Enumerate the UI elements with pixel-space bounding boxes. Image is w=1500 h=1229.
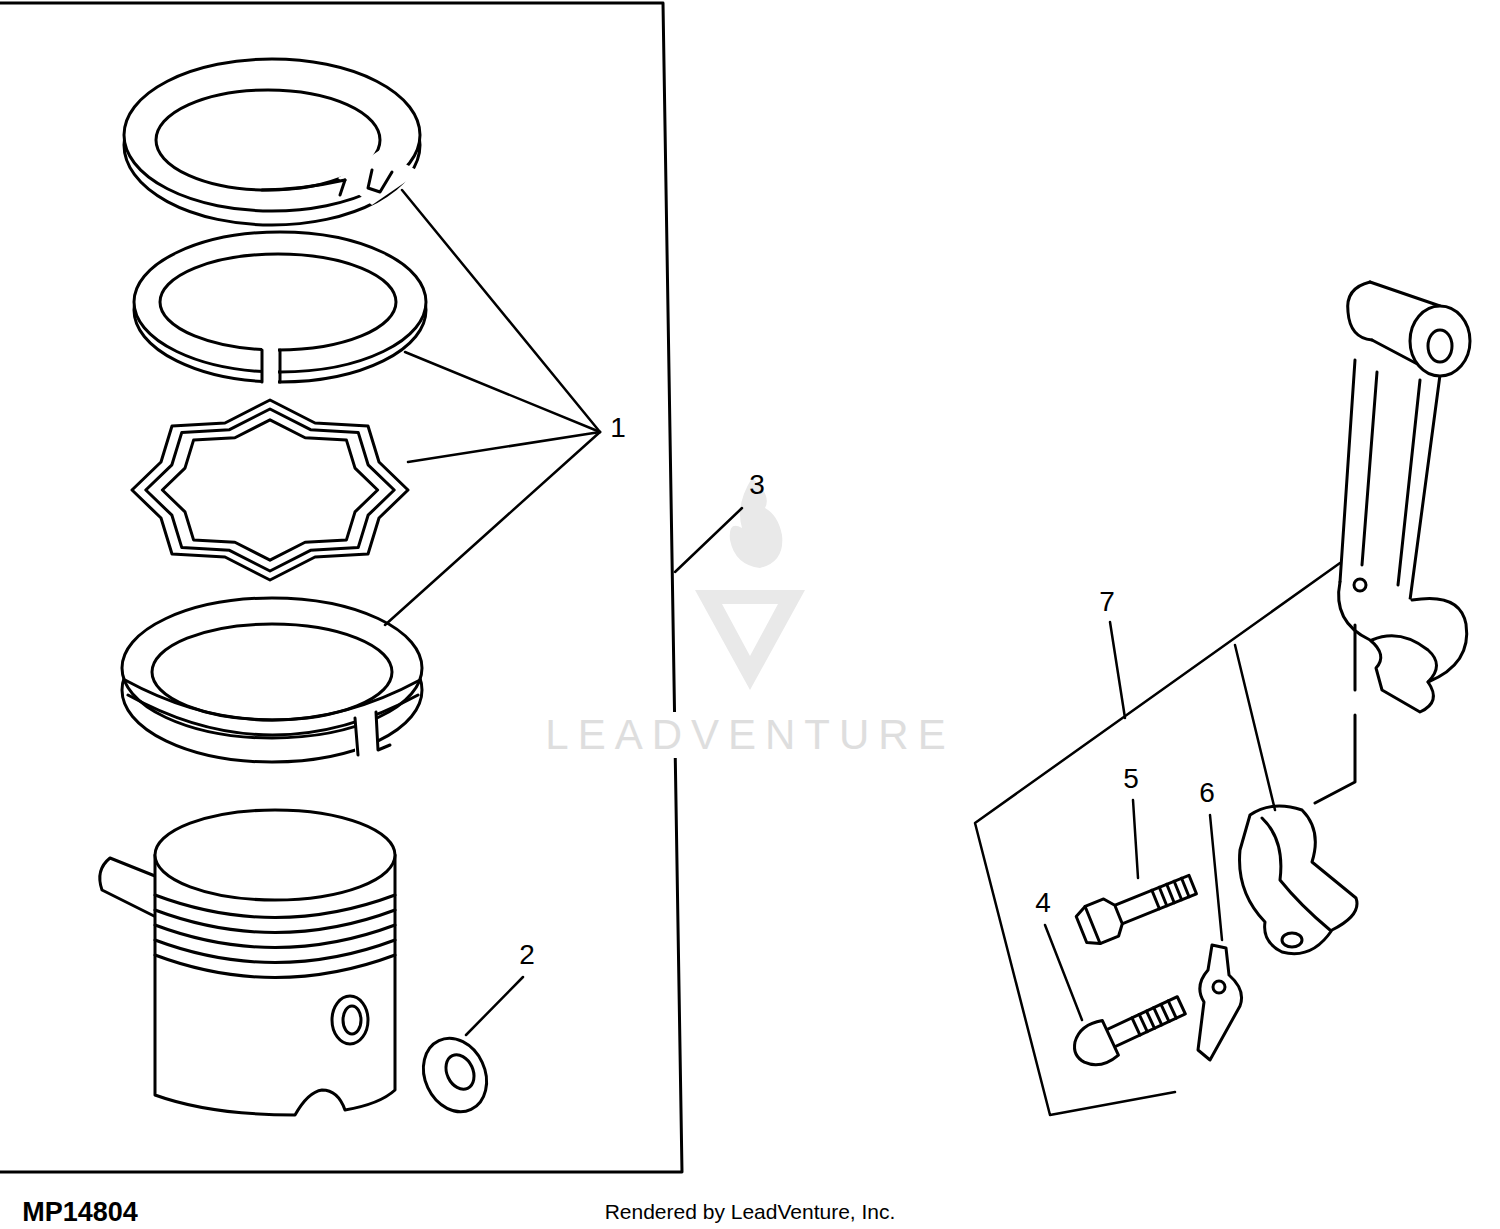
expander-ring xyxy=(162,420,377,560)
leader-line xyxy=(385,190,742,1035)
cap-bolt xyxy=(1152,878,1189,909)
connecting-rod xyxy=(1339,582,1467,712)
leader-line xyxy=(1045,925,1082,1020)
piston xyxy=(332,996,368,1044)
connecting-rod xyxy=(1354,579,1366,591)
connecting-rod xyxy=(1372,636,1437,682)
leader-line xyxy=(675,508,742,572)
leader-line xyxy=(1133,800,1138,878)
rod-cap xyxy=(1282,933,1302,947)
expander-ring xyxy=(132,400,408,580)
retaining-ring xyxy=(441,1050,480,1094)
rod-cap xyxy=(1240,806,1357,954)
cap-bolt xyxy=(1110,875,1196,925)
kit-bracket xyxy=(1110,622,1125,718)
callout-number: 5 xyxy=(1123,765,1139,793)
piston xyxy=(155,895,395,918)
callout-number: 3 xyxy=(749,471,765,499)
cap-bolt xyxy=(1105,997,1186,1048)
connecting-rod xyxy=(1410,306,1470,376)
figure-code: MP14804 xyxy=(22,1199,138,1226)
leader-line xyxy=(1210,815,1222,940)
connecting-rod xyxy=(1428,330,1452,362)
cap-bolt xyxy=(1067,986,1190,1073)
expander-ring xyxy=(146,409,394,571)
watermark-text: LEADVENTURE xyxy=(541,712,958,758)
watermark-logo xyxy=(695,478,805,690)
connecting-rod xyxy=(1340,360,1440,600)
cap-bolt xyxy=(1132,1001,1176,1035)
callout-number: 1 xyxy=(610,414,626,442)
leader-line xyxy=(402,190,600,432)
cap-bolt xyxy=(1074,896,1126,948)
leader-line xyxy=(405,352,600,432)
retaining-ring xyxy=(412,1028,498,1122)
oil-ring xyxy=(122,598,422,762)
piston-ring xyxy=(134,232,426,390)
leader-line xyxy=(385,432,600,625)
piston-ring xyxy=(160,254,396,350)
piston xyxy=(155,940,395,963)
piston xyxy=(100,858,160,918)
piston-ring xyxy=(262,340,278,390)
connecting-rod xyxy=(1362,372,1420,585)
callout-number: 7 xyxy=(1099,588,1115,616)
piston-ring xyxy=(340,170,392,195)
kit-bracket xyxy=(975,563,1340,1115)
group-bracket xyxy=(0,3,682,1172)
expander-ring xyxy=(132,400,408,580)
rod-cap xyxy=(1262,818,1330,930)
callout-number: 4 xyxy=(1035,889,1051,917)
piston-ring xyxy=(124,59,420,225)
credit-text: Rendered by LeadVenture, Inc. xyxy=(605,1201,896,1222)
piston xyxy=(155,955,395,978)
piston xyxy=(343,1006,361,1034)
group-bracket xyxy=(0,3,682,1172)
connecting-rod xyxy=(1315,282,1470,803)
piston xyxy=(155,810,395,900)
kit-bracket xyxy=(975,563,1340,1115)
cap-bolt xyxy=(1067,1019,1119,1073)
piston-ring xyxy=(124,59,420,211)
watermark-logo xyxy=(695,590,805,690)
lock-plate xyxy=(1198,945,1242,1060)
leader-line xyxy=(466,977,523,1035)
piston xyxy=(100,810,395,1115)
oil-ring xyxy=(355,712,390,755)
leader-line xyxy=(1045,800,1222,1020)
lock-plate xyxy=(1198,945,1242,1060)
lock-plate xyxy=(1213,981,1225,993)
rod-cap xyxy=(1240,806,1357,954)
retaining-ring xyxy=(412,1028,498,1122)
connecting-rod xyxy=(1315,625,1355,803)
cap-bolt xyxy=(1085,906,1100,943)
callout-number: 6 xyxy=(1199,779,1215,807)
piston xyxy=(155,910,395,933)
piston xyxy=(155,925,395,948)
kit-bracket xyxy=(1235,645,1275,810)
piston-ring xyxy=(262,350,280,382)
callout-number: 2 xyxy=(519,941,535,969)
connecting-rod xyxy=(1348,282,1372,340)
piston-ring xyxy=(262,180,345,190)
